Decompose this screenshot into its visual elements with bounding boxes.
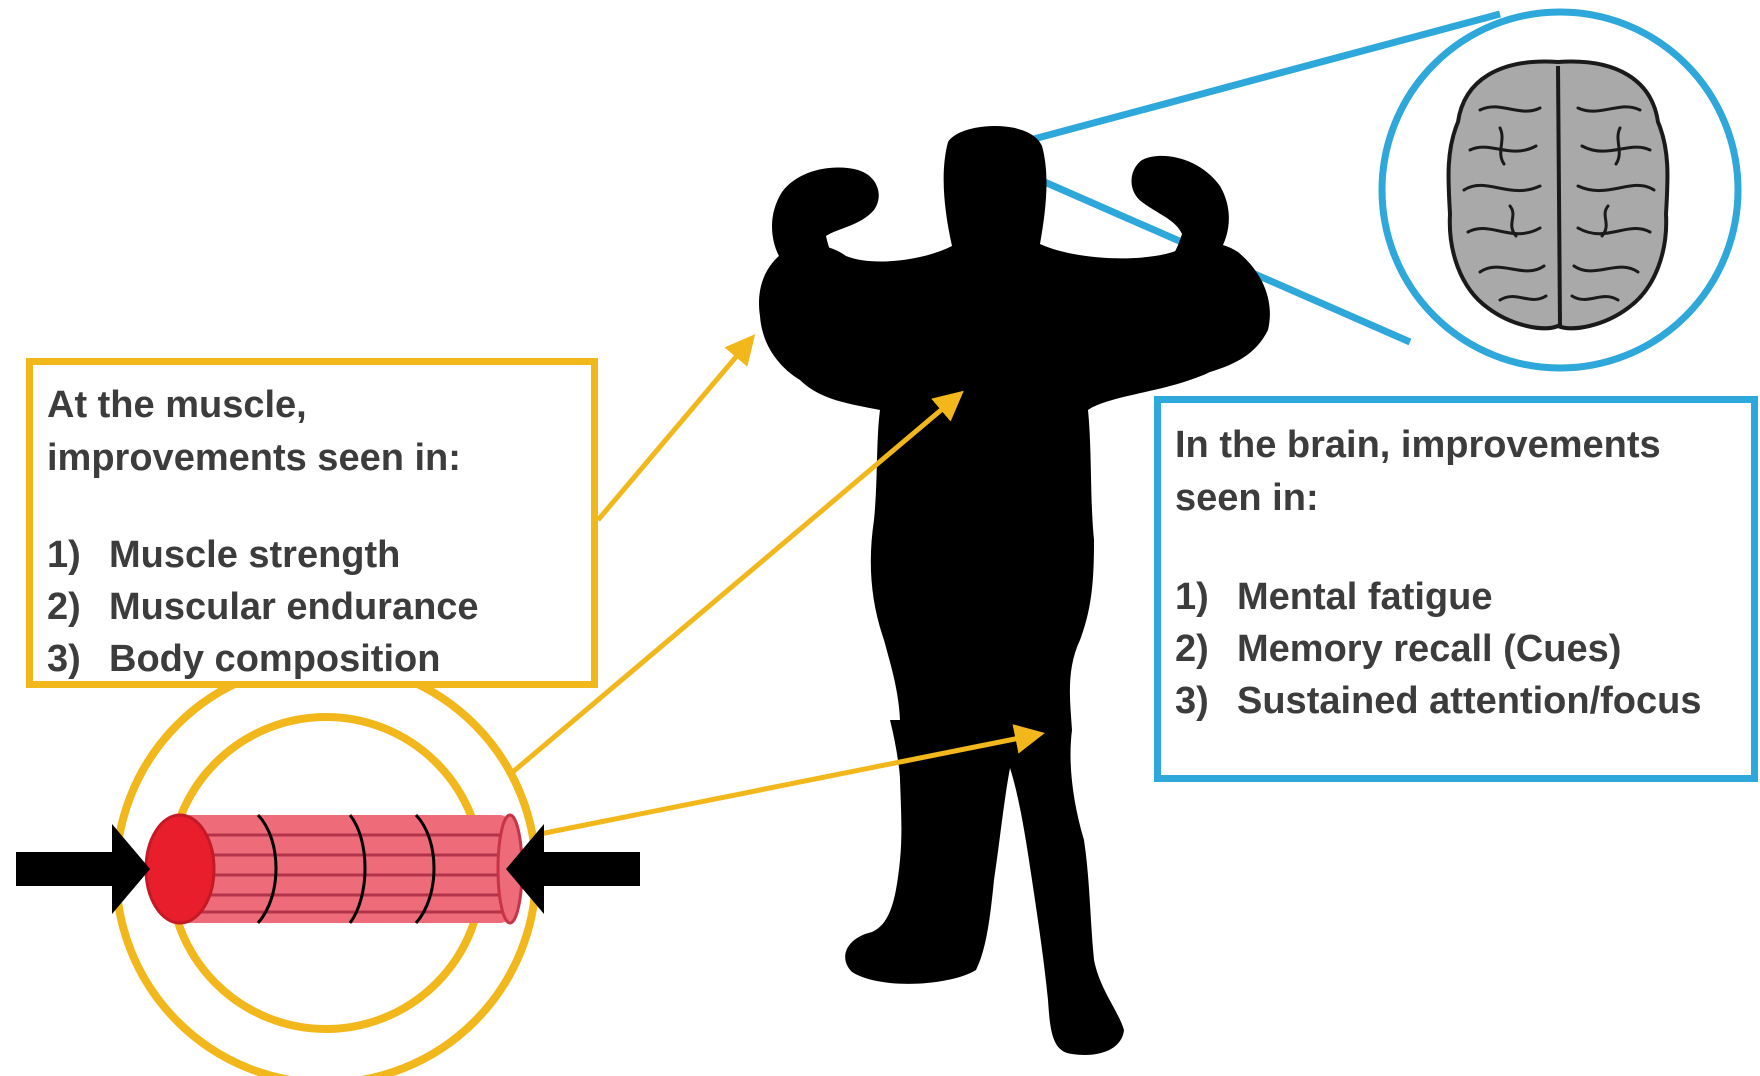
muscle-fiber-icon	[146, 815, 522, 923]
brain-improvements-list: 1)Mental fatigue 2)Memory recall (Cues) …	[1175, 571, 1737, 727]
muscle-heading-line-2: improvements seen in:	[47, 432, 577, 485]
list-item: 3)Body composition	[47, 633, 577, 685]
brain-improvements-box: In the brain, improvements seen in: 1)Me…	[1154, 396, 1758, 782]
brain-heading-line-2: seen in:	[1175, 472, 1737, 525]
muscle-box-heading: At the muscle, improvements seen in:	[47, 379, 577, 485]
muscle-improvements-box: At the muscle, improvements seen in: 1)M…	[26, 358, 598, 688]
list-item: 1)Muscle strength	[47, 529, 577, 581]
list-item: 1)Mental fatigue	[1175, 571, 1737, 623]
brain-icon	[1448, 62, 1667, 329]
muscle-improvements-list: 1)Muscle strength 2)Muscular endurance 3…	[47, 529, 577, 685]
muscle-heading-line-1: At the muscle,	[47, 379, 577, 432]
brain-heading-line-1: In the brain, improvements	[1175, 419, 1737, 472]
brain-box-heading: In the brain, improvements seen in:	[1175, 419, 1737, 525]
list-item: 2)Muscular endurance	[47, 581, 577, 633]
list-item: 3)Sustained attention/focus	[1175, 675, 1737, 727]
list-item: 2)Memory recall (Cues)	[1175, 623, 1737, 675]
